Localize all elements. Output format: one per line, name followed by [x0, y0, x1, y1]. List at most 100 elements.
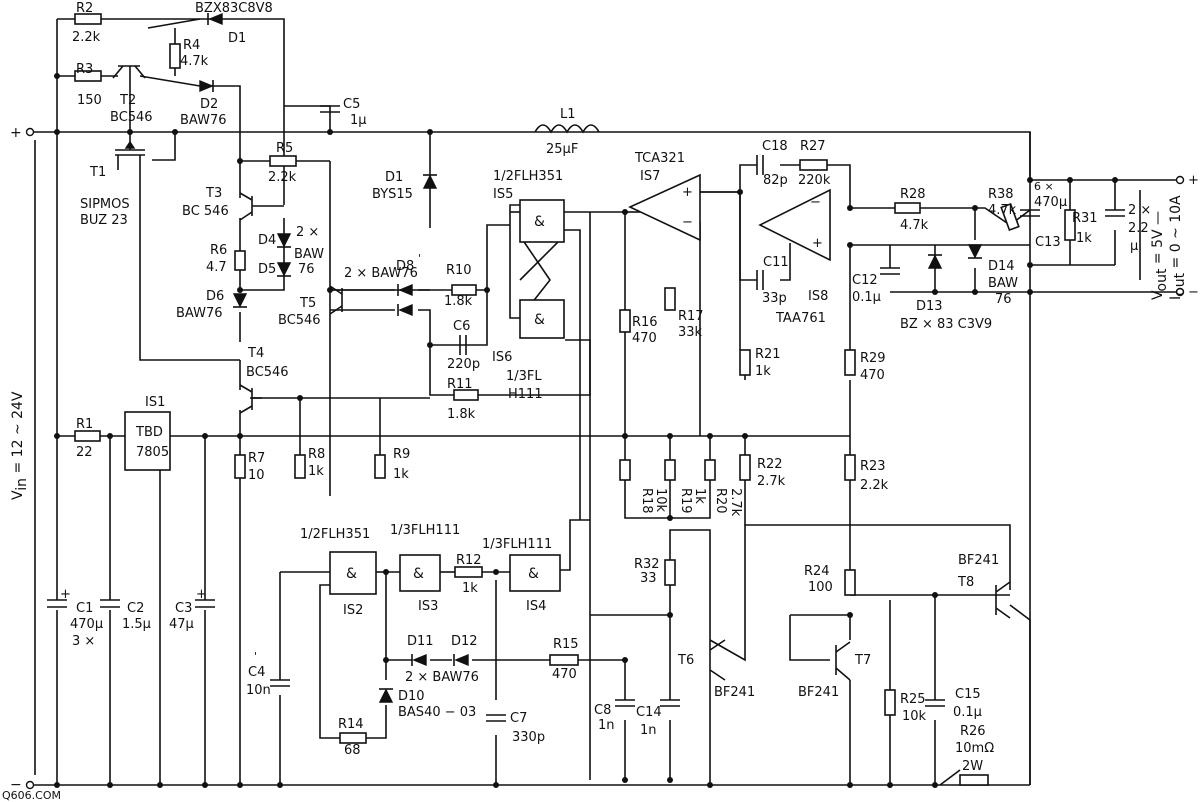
- diode-d12: [453, 653, 469, 667]
- label-c6-val: 220p: [447, 357, 480, 372]
- label-c3-val: 47μ: [169, 617, 194, 632]
- resistor-r11: [453, 389, 479, 401]
- resistor-r21: [739, 349, 751, 376]
- label-is6-part-b: H111: [508, 387, 543, 402]
- label-is4-part: 1/3FLH111: [482, 537, 552, 552]
- label-c15-val: 0.1μ: [953, 705, 982, 720]
- terminals: [25, 127, 1185, 790]
- diode-d13-zener: [927, 254, 943, 269]
- label-r9-val: 1k: [393, 467, 409, 482]
- label-c8-val: 1n: [598, 718, 615, 733]
- label-cout-unit: μ: [1130, 239, 1138, 254]
- label-r17: R17: [678, 309, 704, 324]
- label-r26: R26: [960, 724, 986, 739]
- label-d6-type: BAW76: [176, 306, 223, 321]
- label-is5-part: 1/2FLH351: [493, 169, 563, 184]
- label-r11-val: 1.8k: [447, 407, 476, 422]
- label-is7: IS7: [640, 169, 660, 184]
- label-d1-top: D1: [228, 31, 246, 46]
- diode-d1-bys15: [422, 174, 438, 189]
- resistor-r5: [269, 155, 297, 167]
- label-vout-plus: +: [1188, 173, 1199, 188]
- vin-annotation: Vin = 12 ~ 24V: [10, 391, 30, 500]
- svg-text:Vout = 5V —: Vout = 5V —: [1150, 211, 1170, 300]
- label-r9: R9: [393, 447, 410, 462]
- label-r4: R4: [183, 38, 200, 53]
- label-is6-amp: &: [534, 312, 545, 328]
- label-r4-val: 4.7k: [180, 54, 209, 69]
- resistor-r25: [884, 689, 896, 716]
- resistor-r8: [294, 454, 306, 479]
- resistor-r24: [844, 569, 856, 596]
- label-d11d12-type: 2 × BAW76: [405, 670, 479, 685]
- label-t2-type: BC546: [110, 110, 153, 125]
- label-c18: C18: [762, 139, 788, 154]
- capacitor-c11: [756, 270, 764, 290]
- ic-is7-opamp: [628, 173, 701, 242]
- label-r24: R24: [804, 564, 830, 579]
- capacitor-c3: [195, 599, 215, 608]
- label-t2: T2: [119, 93, 136, 108]
- label-cout-val: 2.2: [1128, 221, 1149, 236]
- label-t4-type: BC546: [246, 365, 289, 380]
- label-r8: R8: [308, 447, 325, 462]
- vin-plus-terminal: [25, 127, 35, 137]
- capacitor-c12: [880, 267, 900, 275]
- diode-d1-zener: [207, 12, 223, 26]
- label-r3: R3: [76, 62, 93, 77]
- label-d1-bys: D1: [385, 170, 403, 185]
- vin-minus-terminal: [25, 780, 35, 790]
- resistor-r31: [1064, 209, 1076, 241]
- label-c7-val: 330p: [512, 730, 545, 745]
- ic-is1-regulator: [124, 411, 171, 471]
- label-is7-minus: −: [682, 215, 693, 230]
- transistor-t2: [112, 65, 146, 80]
- label-r6: R6: [210, 243, 227, 258]
- label-r27-val: 220k: [798, 173, 831, 188]
- label-is1: IS1: [145, 395, 165, 410]
- diodes: [199, 12, 983, 703]
- transistor-t5: [329, 285, 343, 315]
- label-r32-val: 33: [640, 571, 657, 586]
- ic-is4-gate: [509, 554, 561, 592]
- label-r14: R14: [338, 717, 364, 732]
- label-r10-val: 1.8k: [444, 294, 473, 309]
- label-r23: R23: [860, 459, 886, 474]
- label-d14: D14: [988, 259, 1015, 274]
- label-is7-plus: +: [682, 185, 693, 200]
- label-c5: C5: [343, 97, 360, 112]
- label-is4: IS4: [526, 599, 546, 614]
- label-r12-val: 1k: [462, 581, 478, 596]
- resistor-r22: [739, 454, 751, 481]
- label-r7-val: 10: [248, 468, 265, 483]
- resistor-r1: [74, 430, 101, 442]
- label-r1: R1: [76, 417, 93, 432]
- resistor-r17: [664, 287, 676, 311]
- label-is8-plus: −: [810, 195, 821, 210]
- label-r25: R25: [900, 692, 926, 707]
- label-r19: R19: [678, 488, 693, 514]
- label-vin-plus: +: [10, 125, 22, 141]
- resistor-r12: [454, 566, 483, 578]
- label-zener-part: BZX83C8V8: [195, 1, 273, 16]
- diode-d8: [397, 283, 413, 297]
- label-r29-val: 470: [860, 368, 885, 383]
- svg-text:Vin = 12 ~ 24V: Vin = 12 ~ 24V: [10, 391, 30, 500]
- label-r21: R21: [755, 347, 781, 362]
- ic-is5-gate: [519, 199, 565, 243]
- label-t5: T5: [299, 296, 316, 311]
- label-r15: R15: [553, 637, 579, 652]
- label-c1-val: 470μ: [70, 617, 103, 632]
- label-d14-type-b: 76: [995, 292, 1012, 307]
- label-is1-type-b: 7805: [136, 445, 169, 460]
- capacitor-c18: [756, 155, 764, 175]
- vout-annotation: Vout = 5V —: [1150, 211, 1170, 300]
- label-r2-val: 2.2k: [72, 30, 101, 45]
- label-t8: T8: [957, 575, 974, 590]
- label-t4: T4: [247, 346, 264, 361]
- resistor-r28: [894, 202, 921, 214]
- diode-d14: [967, 244, 983, 259]
- label-is8-type: TAA761: [775, 311, 826, 326]
- label-c15: C15: [955, 687, 981, 702]
